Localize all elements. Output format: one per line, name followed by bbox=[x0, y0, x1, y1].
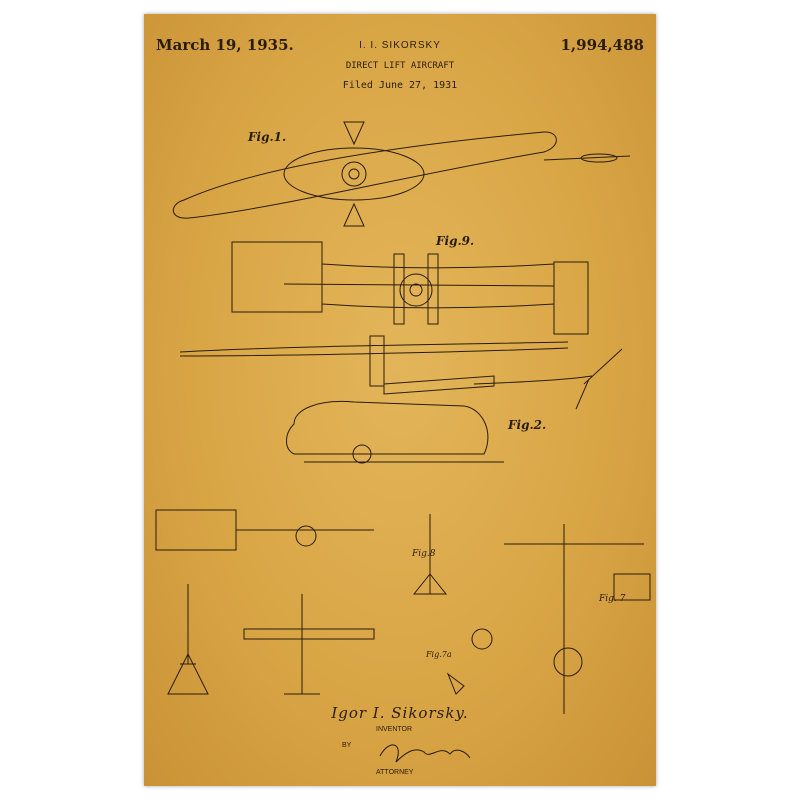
patent-poster: March 19, 1935. I. I. SIKORSKY 1,994,488… bbox=[144, 14, 656, 786]
fig9-gear-drawing bbox=[231, 241, 589, 335]
patent-date: March 19, 1935. bbox=[156, 36, 294, 54]
fig7-label: Fig. 7 bbox=[599, 594, 626, 604]
attorney-label: ATTORNEY bbox=[376, 769, 414, 776]
fig9-label: Fig.9. bbox=[436, 234, 475, 248]
fig2-helicopter-drawing bbox=[179, 335, 623, 464]
patent-number: 1,994,488 bbox=[560, 36, 644, 54]
fig1-label: Fig.1. bbox=[248, 130, 287, 144]
inventor-label: INVENTOR bbox=[376, 726, 413, 733]
fig2-label: Fig.2. bbox=[508, 418, 547, 432]
fig1-rotor-drawing bbox=[172, 121, 631, 227]
inventor-signature-name: Igor I. Sikorsky. bbox=[331, 704, 469, 722]
detail-drawings bbox=[155, 509, 651, 714]
fig8-label: Fig.8 bbox=[412, 549, 436, 559]
by-label: BY bbox=[342, 742, 352, 749]
fig7a-label: Fig.7a bbox=[426, 650, 452, 659]
inventor-name: I. I. SIKORSKY bbox=[359, 40, 441, 51]
filed-date: Filed June 27, 1931 bbox=[342, 80, 458, 91]
patent-title: DIRECT LIFT AIRCRAFT bbox=[345, 61, 455, 71]
attorney-signature bbox=[379, 744, 471, 763]
patent-drawings bbox=[155, 121, 651, 763]
